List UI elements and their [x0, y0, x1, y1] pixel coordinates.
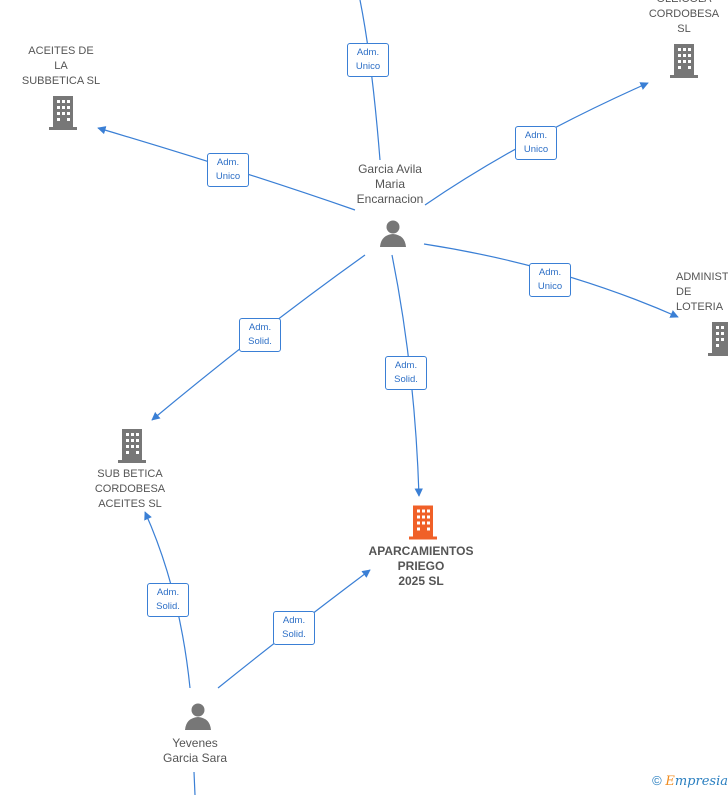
person-icon — [185, 703, 211, 730]
company-label-aparcamientos[interactable]: APARCAMIENTOS PRIEGO 2025 SL — [368, 544, 474, 588]
brand-name: mpresia — [674, 774, 728, 789]
company-label-oleicola-cordobesa[interactable]: OLEICOLA CORDOBESA SL — [648, 0, 720, 35]
edge-label-aceites: Adm. Unico — [207, 153, 249, 187]
building-icon — [118, 429, 146, 463]
building-icon — [708, 322, 728, 356]
person-label-garcia-avila[interactable]: Garcia Avila Maria Encarnacion — [356, 162, 424, 206]
copyright-brand: © Empresia — [652, 773, 728, 789]
copyright-icon: © — [652, 773, 662, 788]
edge-top — [359, 0, 381, 161]
building-icon — [409, 505, 437, 540]
edge-label-aparcamientos: Adm. Solid. — [385, 356, 427, 390]
building-icon — [49, 96, 77, 130]
edge-label-subbetica: Adm. Solid. — [239, 318, 281, 352]
edge-label-oleicola: Adm. Unico — [515, 126, 557, 160]
company-label-administ-loteria[interactable]: ADMINIST DE LOTERIA — [676, 271, 728, 313]
brand-initial: E — [665, 774, 675, 789]
edge-bottom — [193, 771, 196, 795]
company-label-aceites-subbetica[interactable]: ACEITES DE LA SUBBETICA SL — [21, 45, 101, 87]
edge-label-yevenes-subbetica: Adm. Solid. — [147, 583, 189, 617]
edge-label-top: Adm. Unico — [347, 43, 389, 77]
company-label-sub-betica[interactable]: SUB BETICA CORDOBESA ACEITES SL — [94, 468, 166, 510]
edge-label-administ: Adm. Unico — [529, 263, 571, 297]
person-icon — [380, 220, 406, 247]
building-icon — [670, 44, 698, 78]
person-label-yevenes[interactable]: Yevenes Garcia Sara — [162, 736, 228, 765]
edge-label-yevenes-aparcamientos: Adm. Solid. — [273, 611, 315, 645]
